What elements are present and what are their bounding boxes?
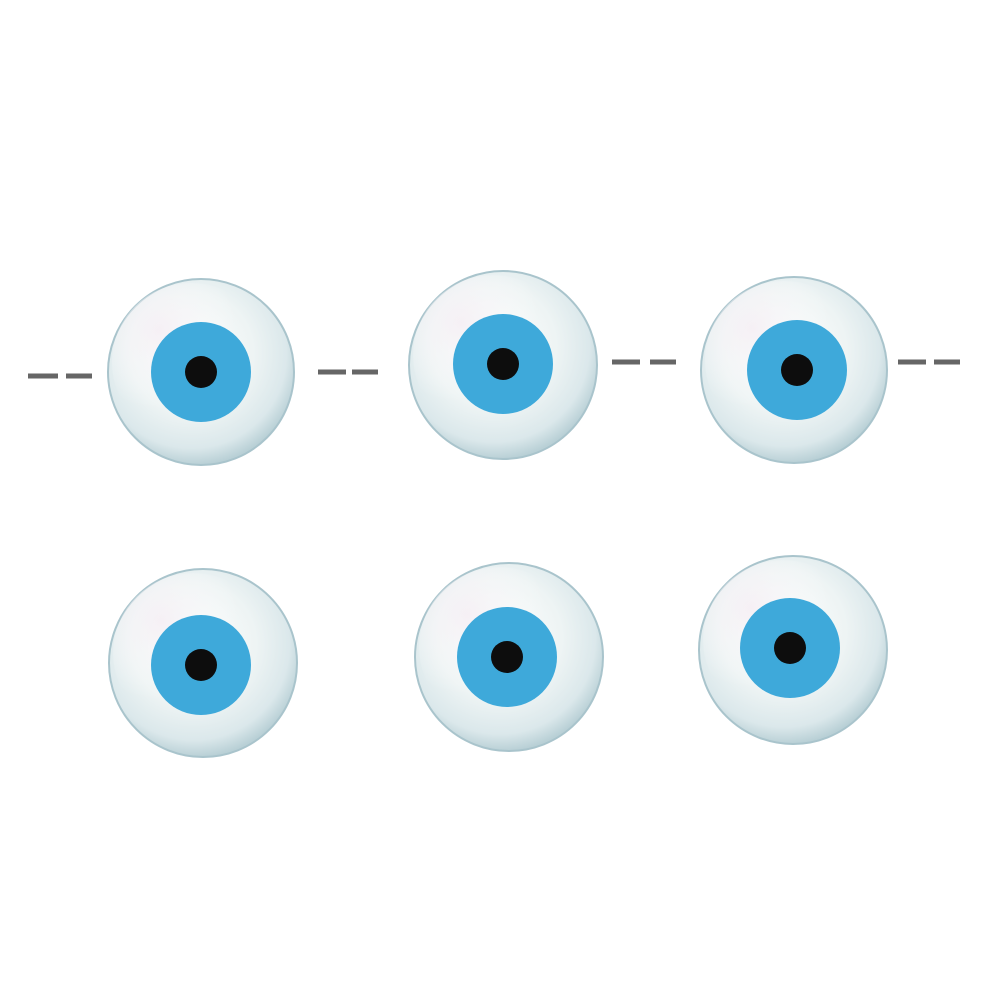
pupil xyxy=(185,356,217,388)
hole-markers xyxy=(28,359,960,379)
evil-eye-bead xyxy=(107,278,295,466)
pupil xyxy=(491,641,523,673)
pupil xyxy=(185,649,217,681)
pupil xyxy=(774,632,806,664)
pupil xyxy=(487,348,519,380)
evil-eye-bead xyxy=(108,568,298,758)
evil-eye-bead xyxy=(414,562,604,752)
evil-eye-bead xyxy=(698,555,888,745)
pupil xyxy=(781,354,813,386)
evil-eye-bead xyxy=(700,276,888,464)
evil-eye-bead xyxy=(408,270,598,460)
